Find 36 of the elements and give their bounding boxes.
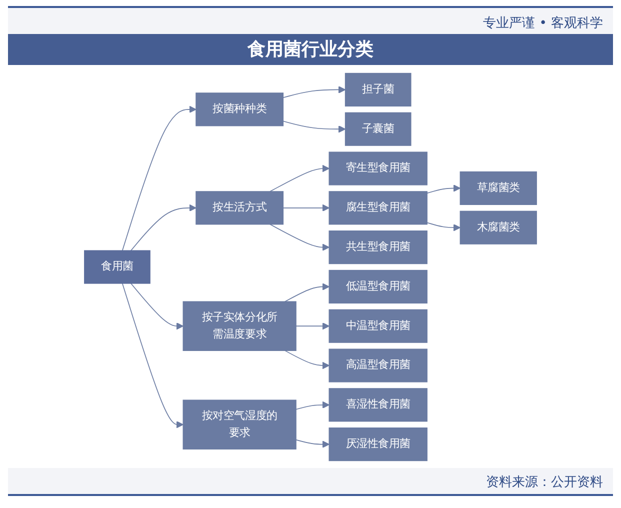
category-box: 寄生型食用菌	[328, 152, 428, 186]
category-box: 按菌种种类	[196, 92, 284, 126]
category-box: 腐生型食用菌	[328, 191, 428, 225]
arrow	[282, 204, 330, 212]
title: 食用菌行业分类	[8, 34, 613, 65]
category-box: 草腐菌类	[460, 171, 537, 205]
arrow	[284, 350, 330, 370]
category-box: 木腐菌类	[460, 210, 537, 244]
arrow	[426, 222, 461, 232]
arrow	[284, 283, 330, 302]
category-box: 喜湿性食用菌	[328, 388, 428, 422]
category-box: 共生型食用菌	[328, 230, 428, 264]
category-box: 低温型食用菌	[328, 270, 428, 304]
category-box: 高温型食用菌	[328, 348, 428, 382]
arrow	[130, 204, 196, 252]
arrow	[122, 282, 184, 428]
arrow	[296, 322, 330, 330]
tagline: 专业严谨 • 客观科学	[483, 16, 603, 31]
category-box: 按子实体分化所需温度要求	[182, 301, 296, 351]
arrow	[122, 106, 196, 252]
category-box: 中温型食用菌	[328, 309, 428, 343]
category-box: 担子菌	[344, 72, 412, 106]
arrow	[296, 439, 330, 448]
source-note: 资料来源：公开资料	[486, 474, 603, 491]
category-box: 厌湿性食用菌	[328, 428, 428, 462]
arrow	[282, 86, 346, 98]
category-box: 食用菌	[84, 250, 150, 284]
arrow	[426, 184, 461, 194]
arrow	[282, 120, 346, 133]
arrow	[270, 224, 330, 251]
category-box: 按对空气湿度的要求	[182, 400, 296, 450]
arrow	[296, 401, 330, 410]
arrow	[130, 282, 184, 330]
arrow	[270, 164, 330, 192]
category-box: 子囊菌	[344, 112, 412, 146]
category-box: 按生活方式	[196, 191, 284, 225]
